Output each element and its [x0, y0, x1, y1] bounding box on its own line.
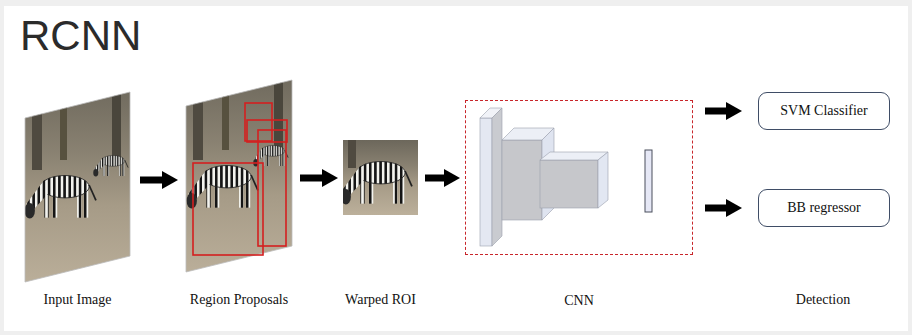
stage-caption: Detection: [796, 292, 850, 308]
cnn-layers: [540, 160, 598, 208]
panel-caption: Region Proposals: [190, 292, 288, 308]
cnn-layers: [480, 118, 492, 246]
warped-roi-photo: [348, 140, 356, 168]
image-panel: Region Proposals: [186, 80, 292, 272]
cnn-layers: [598, 152, 608, 208]
box-label: SVM Classifier: [772, 103, 876, 119]
proposal-box: [247, 120, 287, 142]
proposal-box: [245, 103, 272, 141]
warped-roi-photo: [343, 162, 412, 205]
photo-outline: [186, 80, 292, 272]
proposal-photo: [187, 166, 258, 209]
proposal-box: [258, 130, 286, 246]
panel-caption: Input Image: [43, 292, 111, 308]
cnn-layers: [502, 140, 542, 220]
warped-roi-photo: [343, 140, 418, 215]
proposal-box: [193, 163, 263, 255]
input-photo: [93, 155, 128, 176]
proposal-photo: [222, 70, 229, 150]
panel-caption: Warped ROI: [345, 292, 416, 308]
cnn-layers: [492, 108, 502, 246]
input-photo: [32, 80, 42, 170]
image-panel: Warped ROI: [343, 140, 418, 215]
input-photo: [25, 80, 130, 290]
input-photo: [60, 80, 67, 160]
diagram-title: RCNN: [20, 13, 141, 59]
proposal-box: [193, 103, 287, 255]
network-frame: CNN: [465, 100, 693, 255]
flow-arrow: [705, 205, 727, 212]
flow-arrow: [300, 175, 323, 182]
flow-arrow: [140, 177, 163, 184]
photo-outline: [25, 92, 130, 282]
cnn-layers: [645, 150, 652, 212]
panel-caption: CNN: [564, 293, 594, 309]
proposal-photo: [186, 70, 292, 280]
input-photo: [25, 80, 130, 290]
proposal-photo: [186, 70, 292, 280]
input-photo: [112, 80, 121, 160]
output-box: BB regressor: [758, 189, 890, 227]
box-label: BB regressor: [779, 200, 869, 216]
input-photo: [25, 176, 96, 219]
image-panel: Input Image: [25, 92, 130, 282]
flow-arrow: [705, 108, 727, 115]
output-box: SVM Classifier: [758, 92, 890, 130]
cnn-layers: [540, 152, 608, 160]
flow-arrow: [425, 175, 445, 182]
cnn-layers: [480, 108, 652, 246]
proposal-photo: [193, 70, 203, 160]
proposal-photo: [274, 70, 283, 150]
